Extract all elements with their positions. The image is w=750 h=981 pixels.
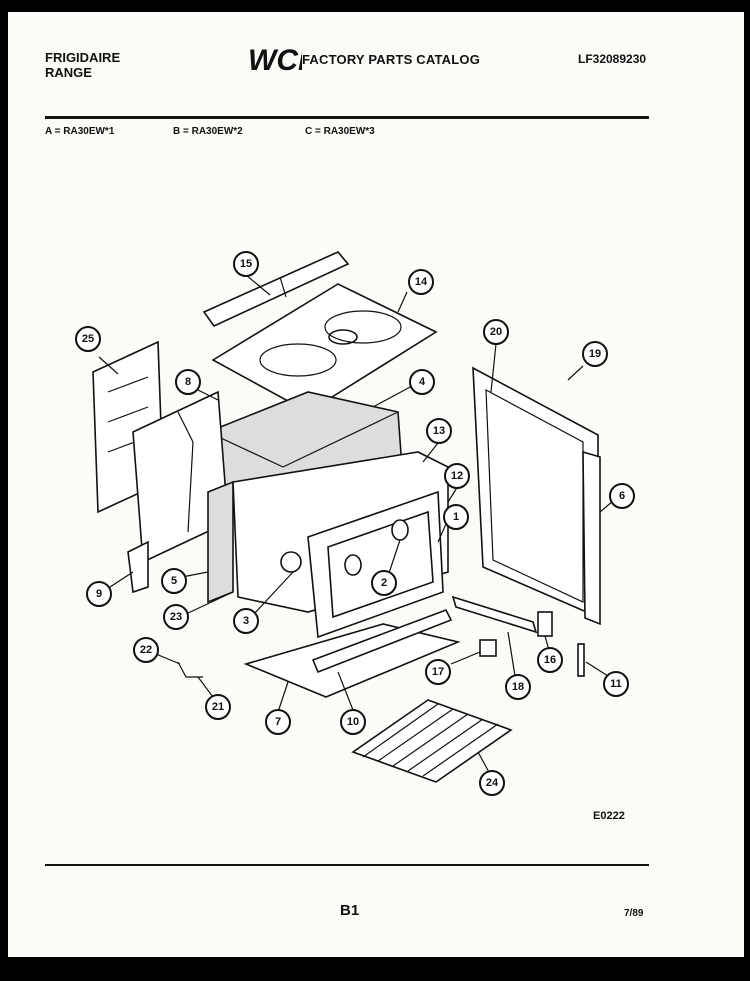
- svg-text:25: 25: [82, 333, 94, 345]
- callout-9: 9: [86, 581, 112, 607]
- part-22-clip: [177, 661, 203, 678]
- product-type: RANGE: [45, 65, 92, 80]
- callout-21: 21: [205, 694, 231, 720]
- svg-text:5: 5: [171, 575, 177, 587]
- callout-7: 7: [265, 709, 291, 735]
- svg-text:9: 9: [96, 588, 102, 600]
- callout-18: 18: [505, 674, 531, 700]
- svg-text:20: 20: [490, 326, 502, 338]
- svg-text:15: 15: [240, 258, 252, 270]
- part-6-door-side: [582, 450, 601, 626]
- part-16-hinge: [537, 611, 553, 637]
- callout-15: 15: [233, 251, 259, 277]
- part-24-grille: [351, 699, 513, 783]
- catalog-number: LF32089230: [578, 52, 647, 66]
- wci-logo-mark: WCI: [248, 44, 307, 77]
- svg-text:10: 10: [347, 716, 359, 728]
- callout-22: 22: [133, 637, 159, 663]
- wci-logo: WCI: [246, 42, 307, 81]
- callout-12: 12: [444, 463, 470, 489]
- svg-text:24: 24: [486, 777, 499, 789]
- svg-text:WCI: WCI: [248, 44, 302, 76]
- callout-8: 8: [175, 369, 201, 395]
- svg-text:8: 8: [185, 376, 191, 388]
- callout-19: 19: [582, 341, 608, 367]
- page-number: B1: [340, 902, 360, 919]
- callout-23: 23: [163, 604, 189, 630]
- part-7-bottom-panel: [243, 623, 461, 698]
- catalog-sheet: FRIGIDAIRE RANGE WCI FACTORY PARTS CATAL…: [8, 12, 744, 957]
- part-14-cooktop: [211, 283, 438, 413]
- model-key-b: B = RA30EW*2: [173, 126, 243, 137]
- callout-6: 6: [609, 483, 635, 509]
- callout-5: 5: [161, 568, 187, 594]
- part-18-side-rail: [451, 595, 538, 634]
- svg-text:7: 7: [275, 716, 281, 728]
- model-key-c: C = RA30EW*3: [305, 126, 375, 137]
- svg-text:3: 3: [243, 615, 249, 627]
- svg-text:18: 18: [512, 681, 524, 693]
- part-1-oven-front: [307, 490, 444, 639]
- svg-text:21: 21: [212, 701, 224, 713]
- svg-text:22: 22: [140, 644, 152, 656]
- exploded-parts-diagram: 1 2 3 4 5 6 7 8 9 10 11 12 13 14 15 16 1…: [75, 251, 635, 796]
- callout-10: 10: [340, 709, 366, 735]
- svg-text:2: 2: [381, 577, 387, 589]
- revision-date: 7/89: [624, 908, 644, 919]
- svg-text:14: 14: [415, 276, 428, 288]
- figure-code: E0222: [593, 810, 625, 822]
- callout-3: 3: [233, 608, 259, 634]
- svg-text:17: 17: [432, 666, 444, 678]
- header-rule: [45, 116, 649, 119]
- part-10-front-rail: [311, 608, 453, 674]
- svg-text:13: 13: [433, 425, 445, 437]
- callout-11: 11: [603, 671, 629, 697]
- svg-text:4: 4: [419, 376, 426, 388]
- footer-rule: [45, 864, 649, 866]
- svg-text:11: 11: [610, 678, 622, 690]
- svg-text:6: 6: [619, 490, 625, 502]
- svg-text:1: 1: [453, 511, 459, 523]
- part-9-foot: [127, 540, 149, 594]
- svg-text:16: 16: [544, 654, 556, 666]
- callout-1: 1: [443, 504, 469, 530]
- svg-text:23: 23: [170, 611, 182, 623]
- part-11-pin: [577, 643, 585, 677]
- callout-2: 2: [371, 570, 397, 596]
- model-key-a: A = RA30EW*1: [45, 126, 115, 137]
- leader-lines: [98, 274, 614, 775]
- brand-name: FRIGIDAIRE: [45, 50, 121, 65]
- callout-14: 14: [408, 269, 434, 295]
- callout-16: 16: [537, 647, 563, 673]
- svg-text:19: 19: [589, 348, 601, 360]
- callout-24: 24: [479, 770, 505, 796]
- catalog-title: FACTORY PARTS CATALOG: [302, 52, 481, 67]
- callout-13: 13: [426, 418, 452, 444]
- svg-text:12: 12: [451, 470, 463, 482]
- part-17-bracket: [479, 639, 497, 657]
- brand-block: FRIGIDAIRE RANGE: [45, 50, 120, 80]
- part-20-door-panel: [472, 366, 599, 619]
- part-15-trim: [202, 251, 350, 328]
- callout-20: 20: [483, 319, 509, 345]
- callout-4: 4: [409, 369, 435, 395]
- callout-25: 25: [75, 326, 101, 352]
- callout-17: 17: [425, 659, 451, 685]
